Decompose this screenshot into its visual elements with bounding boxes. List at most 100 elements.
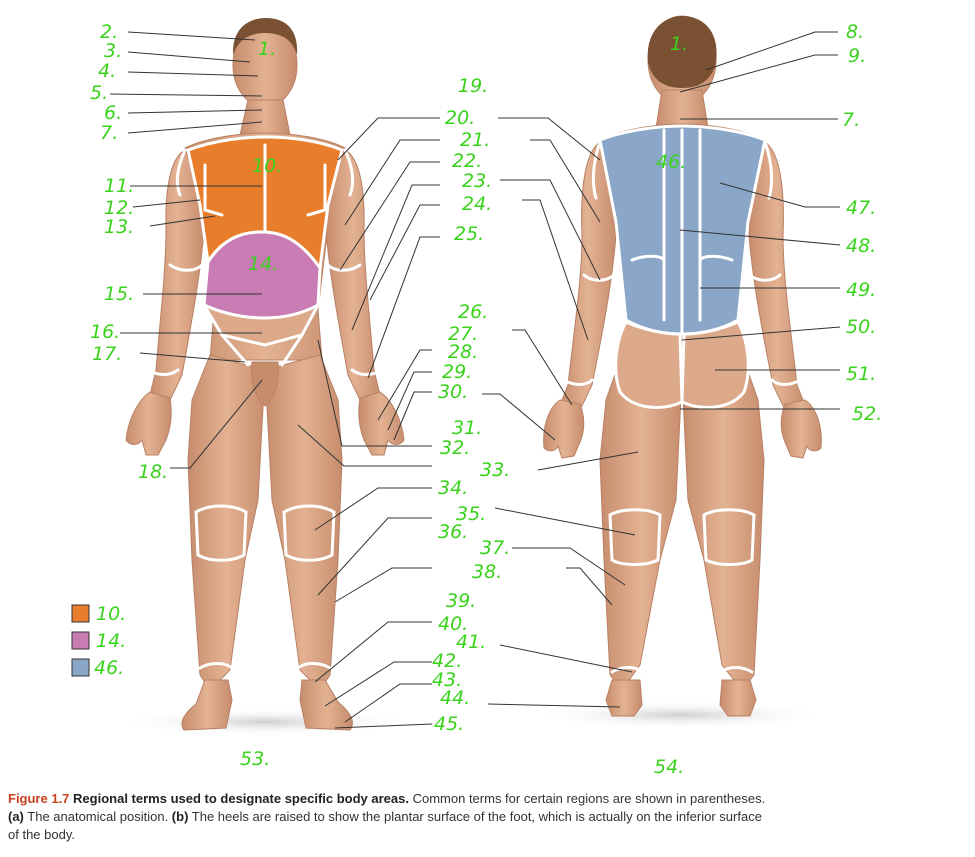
label-36: 36. [438,521,468,543]
label-11: 11. [104,175,134,197]
back-boundaries [562,128,802,674]
back-foot-left [605,679,643,717]
front-foot-left [181,679,233,731]
caption-figure-number: Figure 1.7 [8,791,70,806]
label-47: 47. [846,197,876,219]
front-arm-left [149,149,205,401]
front-boundaries [146,143,384,670]
label-25: 25. [454,223,484,245]
label-53: 53. [240,748,270,770]
legend: 10. 14. 46. [71,603,126,679]
label-22: 22. [452,150,482,172]
back-hair [647,16,717,88]
label-40: 40. [438,613,468,635]
label-31: 31. [452,417,482,439]
front-leg-right [264,354,343,691]
label-38: 38. [472,561,502,583]
label-17: 17. [92,343,122,365]
label-26: 26. [458,301,488,323]
label-8: 8. [846,21,864,43]
label-7-back: 7. [842,109,860,131]
legend-swatch-thoracic [71,604,90,623]
label-13: 13. [104,216,134,238]
label-3: 3. [104,40,122,62]
caption-text-2: The anatomical position. [23,809,172,824]
label-2: 2. [100,21,118,43]
caption-part-a: (a) [8,809,24,824]
front-hand-left [125,391,172,456]
label-50: 50. [846,316,876,338]
gluteal-right [680,320,750,409]
label-33: 33. [480,459,510,481]
legend-label-thoracic: 10. [96,603,126,625]
figure-caption: Figure 1.7 Regional terms used to design… [8,790,768,844]
label-6: 6. [104,102,122,124]
label-19: 19. [458,75,488,97]
region-label-head-front: 1. [258,38,276,60]
label-24: 24. [462,193,492,215]
label-16: 16. [90,321,120,343]
label-5: 5. [90,82,108,104]
label-52: 52. [852,403,882,425]
label-39: 39. [446,590,476,612]
label-21: 21. [460,129,490,151]
back-hand-left [543,399,585,459]
region-label-abdominal: 14. [248,253,278,275]
floor-shadow-front [115,708,415,736]
label-30: 30. [438,381,468,403]
label-12: 12. [104,197,134,219]
region-label-dorsal: 46. [656,151,686,173]
front-leg-left [187,354,266,691]
label-29: 29. [442,361,472,383]
gluteal-left [614,320,684,409]
label-43: 43. [432,669,462,691]
label-35: 35. [456,503,486,525]
genitals [251,361,279,407]
label-9: 9. [848,45,866,67]
back-hand-right [780,399,822,459]
back-foot-right [719,679,757,717]
caption-part-b: (b) [171,809,189,824]
label-28: 28. [448,341,478,363]
front-hand-right [358,391,405,456]
label-20: 20. [445,107,475,129]
back-leg-left [599,359,683,691]
front-neck [239,99,291,136]
back-arm-left [559,141,617,411]
label-15: 15. [104,283,134,305]
label-54: 54. [654,756,684,778]
label-42: 42. [432,650,462,672]
label-48: 48. [846,235,876,257]
region-labels: 1. 10. 14. 1. 46. [248,33,688,275]
label-44: 44. [440,687,470,709]
label-41: 41. [456,631,486,653]
front-arm-right [325,149,381,401]
floor-shadow-back [530,701,830,729]
label-18: 18. [138,461,168,483]
label-27: 27. [448,323,478,345]
label-23: 23. [462,170,492,192]
label-37: 37. [480,537,510,559]
caption-text-3: The heels are raised to show the plantar… [8,809,762,842]
leader-lines [109,31,841,729]
legend-swatch-dorsal [71,658,90,677]
region-label-head-back: 1. [670,33,688,55]
caption-title: Regional terms used to designate specifi… [73,791,409,806]
front-hair [232,18,298,55]
label-32: 32. [440,437,470,459]
number-labels: 2. 3. 4. 5. 6. 7. 11. 12. 13. 15. 16. 17… [90,21,882,778]
pubic-region [200,301,322,347]
caption-text-1: Common terms for certain regions are sho… [408,791,766,806]
legend-label-abdominal: 14. [96,630,126,652]
legend-label-dorsal: 46. [94,657,124,679]
label-45: 45. [434,713,464,735]
label-7-front: 7. [100,122,118,144]
back-neck [655,89,709,129]
label-49: 49. [846,279,876,301]
legend-swatch-abdominal [71,631,90,650]
label-34: 34. [438,477,468,499]
label-51: 51. [846,363,876,385]
label-4: 4. [98,60,116,82]
region-label-thoracic: 10. [252,155,282,177]
